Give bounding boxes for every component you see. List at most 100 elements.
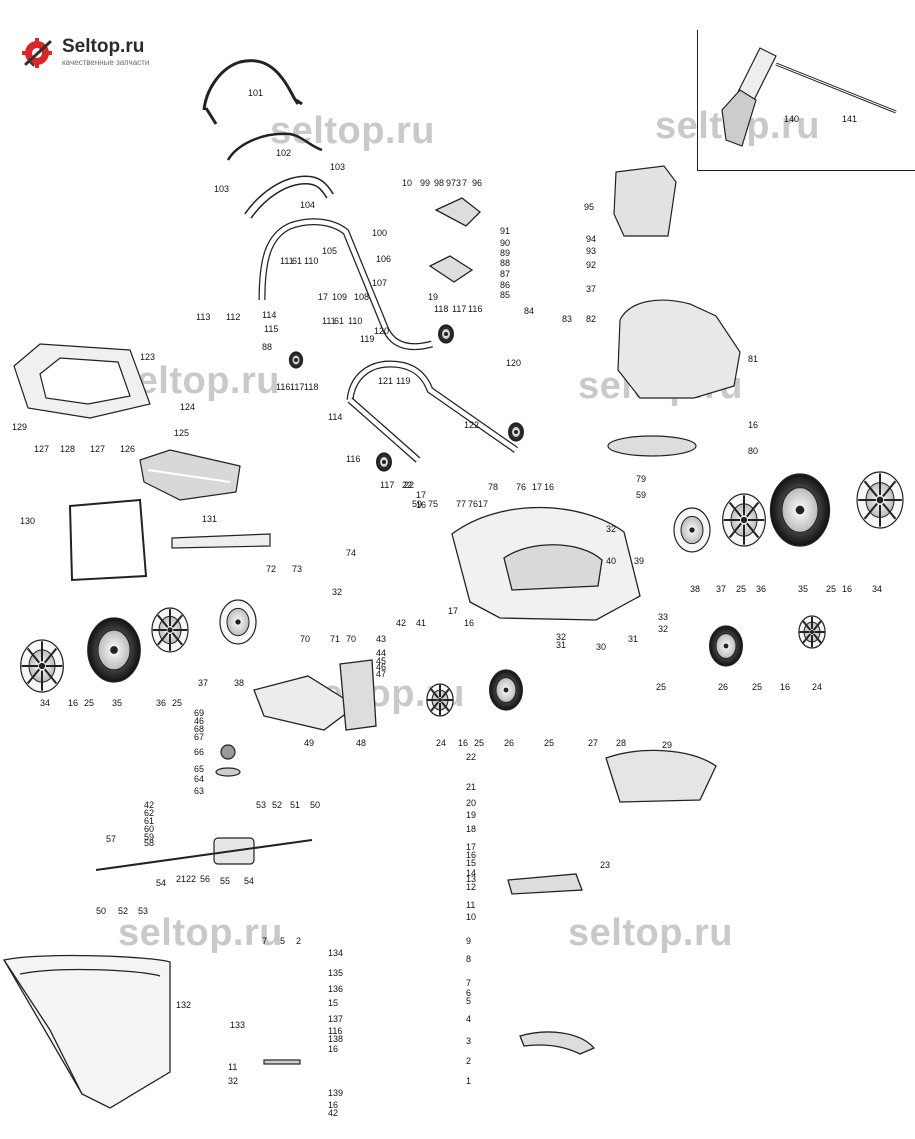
part-number-label: 17 [318,292,328,302]
part-number-label: 19 [466,810,476,820]
part-number-label: 116 [346,454,360,464]
part-number-label: 131 [202,514,217,524]
part-number-label: 50 [310,800,320,810]
part-number-label: 97 [446,178,456,188]
part-number-label: 110 [348,316,362,326]
part-number-label: 81 [748,354,758,364]
part-number-label: 113 [196,312,210,322]
watermark: seltop.ru [270,110,435,152]
brand-logo[interactable]: Seltop.ru качественные запчасти [22,36,182,72]
part-number-label: 120 [506,358,521,368]
part-number-label: 104 [300,200,315,210]
part-number-label: 13 [466,874,476,884]
part-number-label: 2 [296,936,301,946]
part-number-label: 1 [466,1076,471,1086]
part-number-label: 59 [412,499,422,509]
part-number-label: 134 [328,948,343,958]
part-number-label: 67 [194,732,204,742]
part-number-label: 41 [416,618,426,628]
part-number-label: 95 [584,202,594,212]
part-number-label: 22 [404,480,414,490]
part-number-label: 75 [428,499,438,509]
part-number-label: 48 [356,738,366,748]
part-number-label: 94 [586,234,596,244]
part-number-label: 111 [322,316,336,326]
watermark: seltop.ru [118,912,283,954]
part-number-label: 25 [172,698,182,708]
part-number-label: 15 [466,858,476,868]
part-number-label: 26 [718,682,728,692]
part-number-label: 3 [466,1036,471,1046]
part-number-label: 20 [466,798,476,808]
part-number-label: 54 [244,876,254,886]
wheel-part [673,507,711,553]
handle-assembly [202,59,519,463]
part-number-label: 18 [466,824,476,834]
part-number-label: 25 [84,698,94,708]
part-number-label: 32 [332,587,342,597]
part-number-label: 82 [586,314,596,324]
part-number-label: 35 [112,698,122,708]
wheel-part [151,607,189,653]
part-number-label: 122 [464,420,479,430]
part-number-label: 8 [466,954,471,964]
part-number-label: 127 [34,444,49,454]
part-number-label: 5 [466,996,471,1006]
part-number-label: 73 [292,564,302,574]
part-number-label: 23 [600,860,610,870]
engine-unit [607,165,741,457]
part-number-label: 21 [466,782,476,792]
part-number-label: 37 [716,584,726,594]
part-number-label: 12 [466,882,476,892]
part-number-label: 42 [328,1108,338,1118]
part-number-label: 71 [330,634,340,644]
part-number-label: 110 [304,256,318,266]
part-number-label: 49 [304,738,314,748]
part-number-label: 121 [378,376,393,386]
part-number-label: 98 [434,178,444,188]
part-number-label: 39 [634,556,644,566]
part-number-label: 88 [262,342,272,352]
part-number-label: 120 [374,326,389,336]
part-number-label: 102 [276,148,291,158]
part-number-label: 55 [220,876,230,886]
gearbox-parts [95,744,313,1065]
part-number-label: 16 [466,850,476,860]
part-number-label: 92 [586,260,596,270]
part-number-label: 16 [328,1100,338,1110]
part-number-label: 16 [416,500,426,510]
wheel-part [489,669,524,711]
part-number-label: 130 [20,516,35,526]
wheel-part [769,473,831,547]
wheel-part [438,324,454,344]
part-number-label: 46 [376,662,386,672]
part-number-label: 117 [290,382,304,392]
part-number-label: 74 [346,548,356,558]
part-number-label: 45 [376,656,386,666]
wheel-part [288,351,304,369]
mower-deck [253,506,717,1055]
part-number-label: 112 [226,312,240,322]
part-number-label: 25 [474,738,484,748]
part-number-label: 11 [466,900,475,910]
part-number-label: 90 [500,238,510,248]
part-number-label: 25 [736,584,746,594]
part-number-label: 46 [194,716,204,726]
part-number-label: 53 [138,906,148,916]
part-number-label: 54 [156,878,166,888]
part-number-label: 40 [606,556,616,566]
part-number-label: 6 [466,988,471,998]
part-number-label: 24 [436,738,446,748]
part-number-label: 132 [176,1000,191,1010]
part-number-label: 31 [628,634,638,644]
part-number-label: 91 [500,226,510,236]
part-number-label: 138 [328,1034,343,1044]
watermark: seltop.ru [568,912,733,954]
part-number-label: 28 [616,738,626,748]
part-number-label: 17 [466,842,476,852]
part-number-label: 2 [466,1056,471,1066]
part-number-label: 123 [140,352,155,362]
part-number-label: 37 [586,284,596,294]
part-number-label: 44 [376,648,386,658]
grass-catcher-top [13,343,271,582]
